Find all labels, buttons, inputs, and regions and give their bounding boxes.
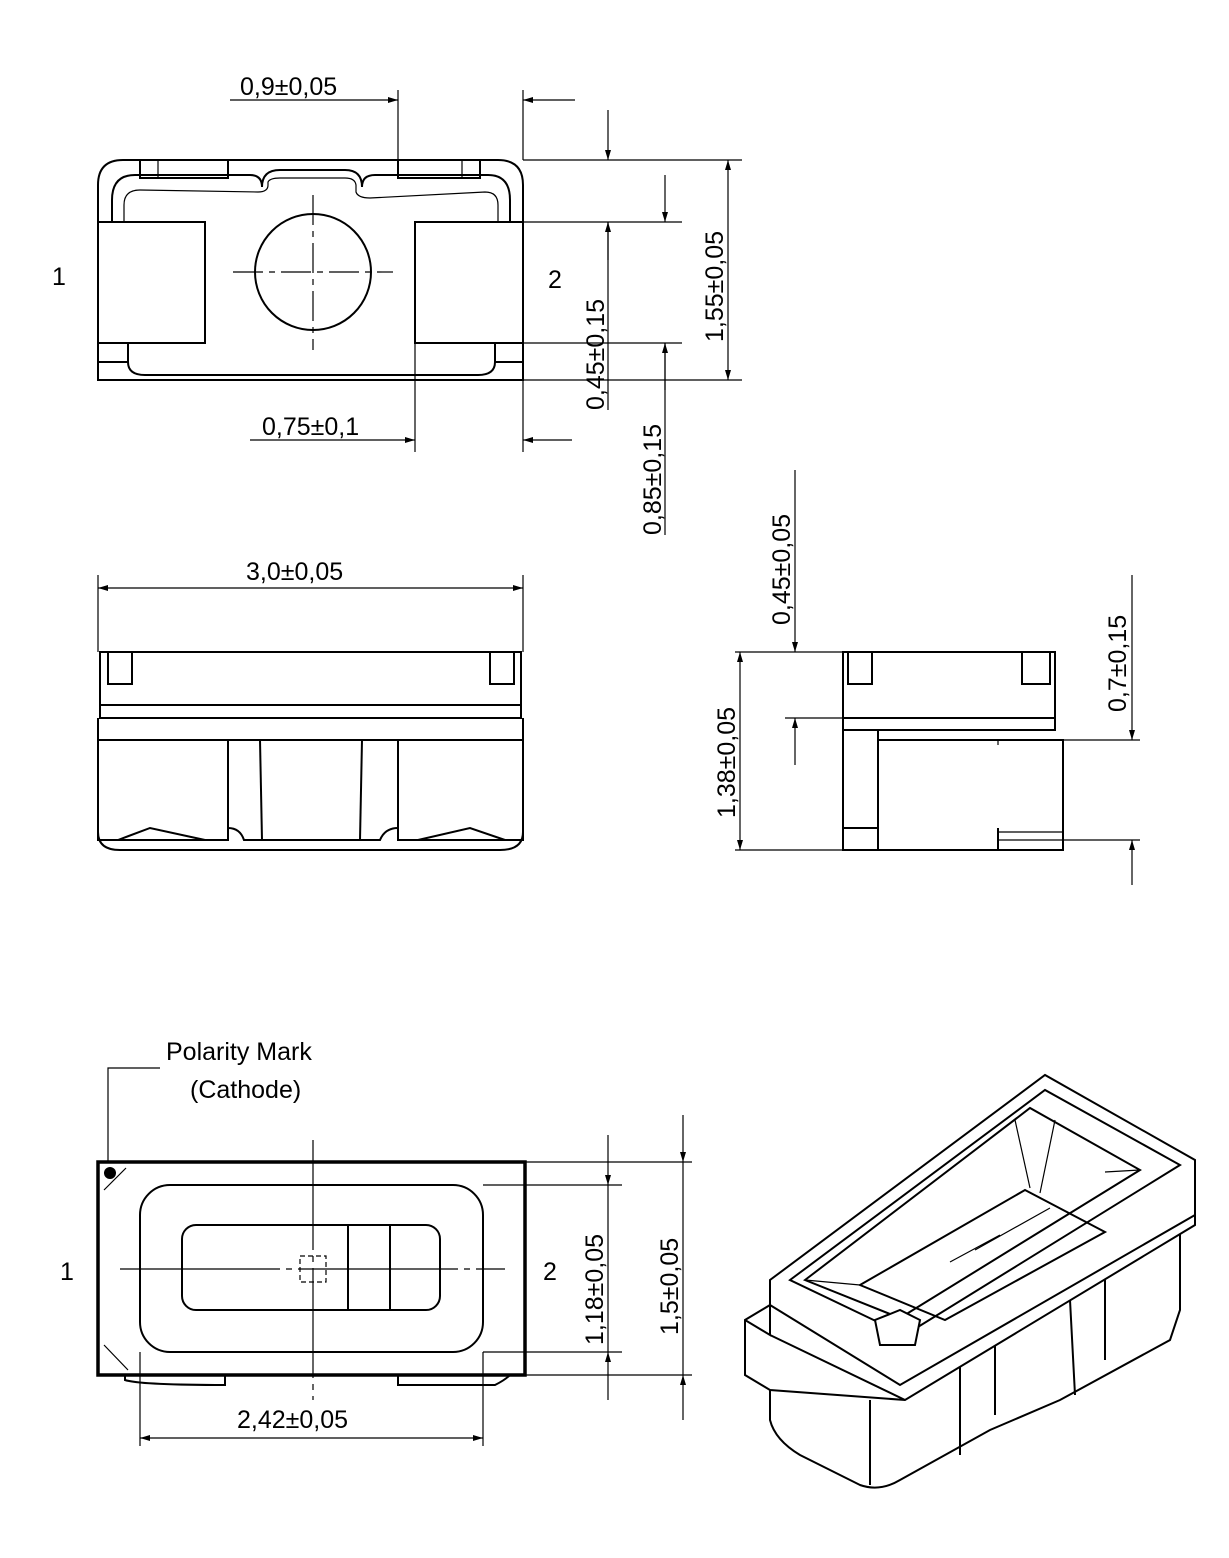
dim-width-bottom: 1,5±0,05 bbox=[656, 1238, 684, 1335]
side-view: 0,45±0,05 1,38±0,05 0,7±0,15 bbox=[713, 470, 1140, 885]
dim-total-height: 1,38±0,05 bbox=[713, 707, 741, 818]
body-line bbox=[259, 739, 263, 841]
dim-width: 1,55±0,05 bbox=[701, 231, 729, 342]
side-pad bbox=[842, 729, 879, 851]
front-view: 3,0±0,05 bbox=[97, 558, 524, 851]
polarity-mark-label: Polarity Mark bbox=[166, 1038, 312, 1066]
pad-foot bbox=[124, 1375, 226, 1387]
front-pad-right bbox=[397, 739, 524, 841]
leader-line bbox=[107, 1067, 160, 1162]
top-tab-right bbox=[397, 159, 481, 179]
front-center bbox=[227, 740, 399, 841]
iso-pad-edges bbox=[869, 1280, 1106, 1485]
iso-chip-lines bbox=[949, 1207, 1051, 1263]
dim-inner-length: 2,42±0,05 bbox=[237, 1406, 348, 1434]
pad-foot bbox=[117, 826, 206, 841]
polarity-mark-sublabel: (Cathode) bbox=[190, 1076, 301, 1104]
notch bbox=[1021, 652, 1051, 685]
dim-bottom-height: 0,7±0,15 bbox=[1104, 615, 1132, 712]
front-pad-left bbox=[97, 739, 229, 841]
notch bbox=[847, 652, 873, 685]
side-top-body bbox=[842, 651, 1056, 731]
polarity-mark-dot bbox=[104, 1167, 116, 1179]
top-inner-rim bbox=[123, 177, 499, 222]
notch bbox=[107, 652, 133, 685]
top-body-outline bbox=[97, 159, 524, 381]
top-inner-outline bbox=[111, 169, 511, 222]
dim-top-height: 0,45±0,05 bbox=[768, 514, 796, 625]
dim-inner-width: 1,18±0,05 bbox=[581, 1234, 609, 1345]
bottom-view: Polarity Mark (Cathode) 1 2 1,18±0,05 1,… bbox=[60, 1038, 692, 1446]
top-view: 1 2 0,9±0,05 0,75±0,1 0,45±0,15 0,85±0,1… bbox=[52, 73, 742, 535]
side-lower-body bbox=[877, 739, 1064, 851]
front-top-body bbox=[99, 651, 522, 719]
pin2-label: 2 bbox=[548, 266, 562, 294]
isometric-view bbox=[744, 1073, 1196, 1489]
chip-area bbox=[181, 1224, 441, 1311]
iso-body-edges bbox=[744, 1214, 1196, 1401]
bottom-body-outline bbox=[96, 1160, 527, 1377]
dim-pad-height: 0,85±0,15 bbox=[639, 424, 667, 535]
dim-pad-offset: 0,45±0,15 bbox=[582, 299, 610, 410]
iso-tab bbox=[873, 1308, 922, 1346]
pad-left bbox=[97, 221, 206, 344]
dim-length: 3,0±0,05 bbox=[246, 558, 343, 586]
dim-pad-width: 0,75±0,1 bbox=[262, 413, 359, 441]
notch bbox=[489, 652, 515, 685]
top-tab-left bbox=[139, 159, 229, 179]
pin2-label-bottom: 2 bbox=[543, 1258, 557, 1286]
dim-tab-width: 0,9±0,05 bbox=[240, 73, 337, 101]
top-lower-rim bbox=[127, 343, 496, 376]
iso-recess-edges bbox=[804, 1119, 1141, 1286]
corner-chamfer bbox=[103, 1167, 129, 1371]
pad-right bbox=[414, 221, 524, 344]
pad-foot bbox=[417, 826, 506, 841]
body-line bbox=[359, 739, 363, 841]
iso-chip-area bbox=[857, 1188, 1108, 1322]
pin1-label-bottom: 1 bbox=[60, 1258, 74, 1286]
pin1-label: 1 bbox=[52, 263, 66, 291]
